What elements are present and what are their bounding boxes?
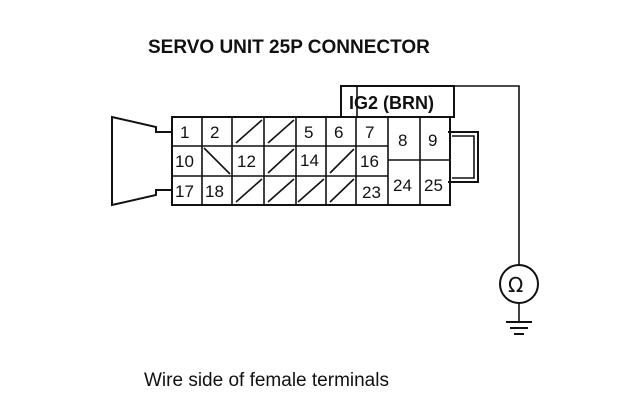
pin-18: 18 xyxy=(205,182,224,201)
pin-24: 24 xyxy=(393,176,412,195)
pin-10: 10 xyxy=(175,152,194,171)
wire-label: IG2 (BRN) xyxy=(349,93,434,113)
connector-latch xyxy=(111,115,172,207)
wire-label-box: IG2 (BRN) xyxy=(340,85,455,118)
pin-5: 5 xyxy=(304,123,313,142)
unused-cavity-marks xyxy=(203,119,355,203)
jumper-wire xyxy=(448,131,479,183)
connector-body xyxy=(171,116,451,206)
ground-icon xyxy=(506,303,532,335)
pin-9: 9 xyxy=(428,131,437,150)
pin-8: 8 xyxy=(398,131,407,150)
pin-12: 12 xyxy=(237,152,256,171)
pin-1: 1 xyxy=(180,123,189,142)
diagram-caption: Wire side of female terminals xyxy=(144,370,389,391)
ohm-symbol: Ω xyxy=(508,273,523,297)
test-lead xyxy=(356,85,520,265)
diagram-title: SERVO UNIT 25P CONNECTOR xyxy=(148,37,430,58)
pin-17: 17 xyxy=(175,182,194,201)
pin-numbers: 1 2 5 6 7 8 9 10 12 14 16 17 18 23 24 25 xyxy=(175,123,443,202)
pin-16: 16 xyxy=(360,152,379,171)
pin-7: 7 xyxy=(365,123,374,142)
pin-14: 14 xyxy=(300,151,319,170)
ohmmeter-icon: Ω xyxy=(499,264,539,304)
pin-23: 23 xyxy=(362,183,381,202)
pin-2: 2 xyxy=(210,123,219,142)
pin-6: 6 xyxy=(334,123,343,142)
pin-25: 25 xyxy=(424,176,443,195)
